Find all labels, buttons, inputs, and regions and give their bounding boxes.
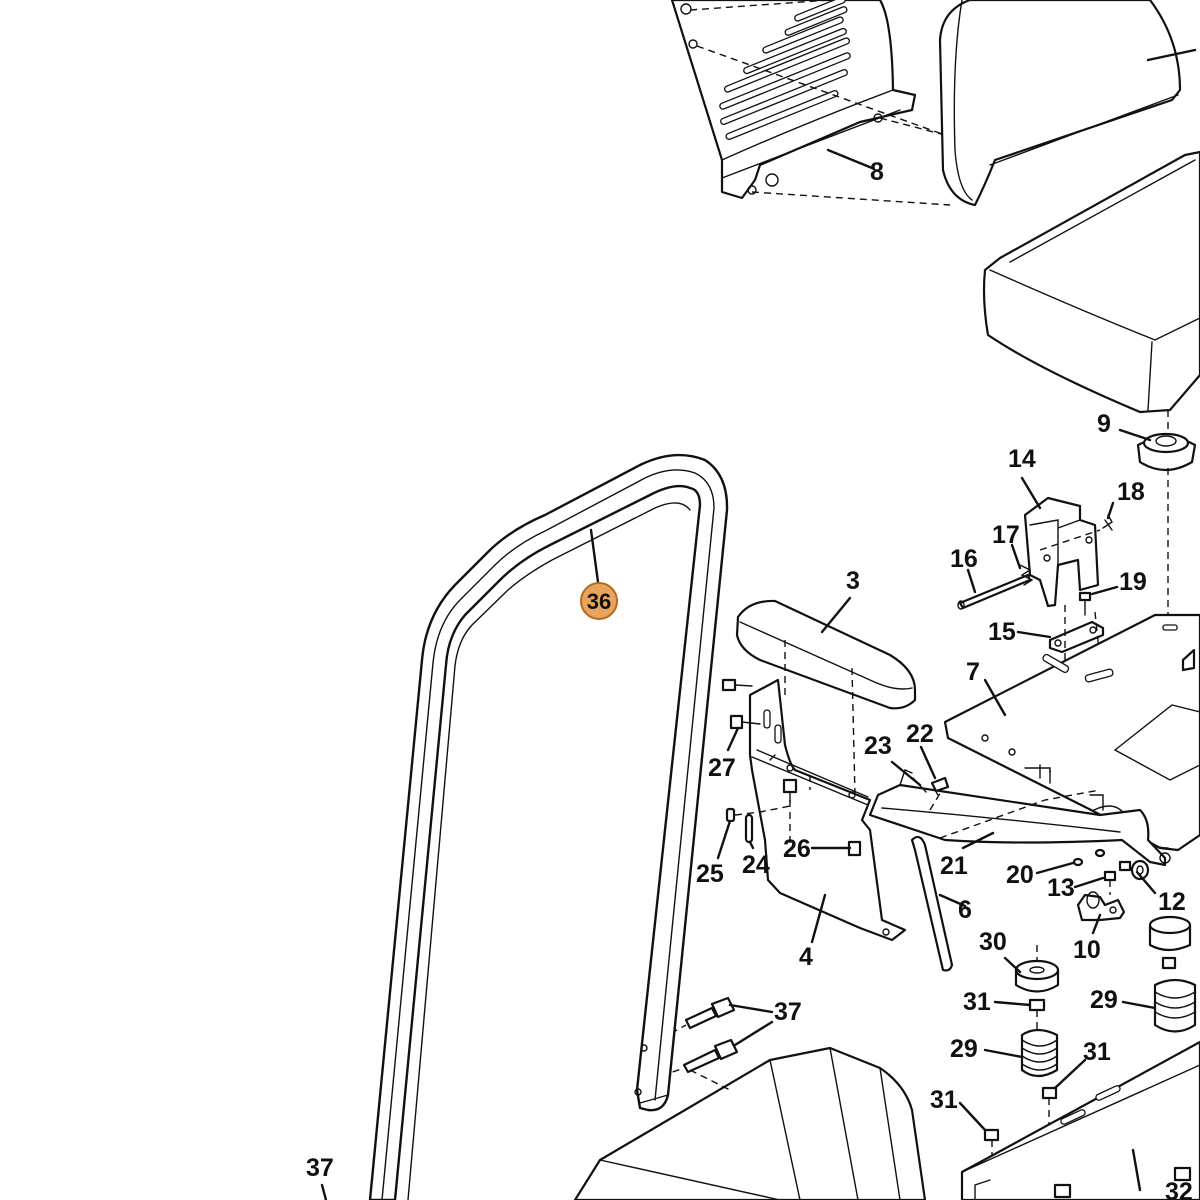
callout-23: 23 [864,732,892,760]
callout-4: 4 [799,943,813,971]
part-25-spacer [725,805,791,823]
part-17-spring [1019,564,1034,586]
part-19-bolt [1078,591,1092,616]
part-10-hinge-bracket [1076,891,1126,922]
part-29-spring-right [1153,978,1197,1033]
callout-18: 18 [1117,478,1145,506]
callout-37-b: 37 [306,1154,334,1182]
callout-10: 10 [1073,936,1101,964]
part-16-pin [957,573,1032,610]
callout-15: 15 [988,618,1016,646]
callout-20: 20 [1006,861,1034,889]
part-6-rod [910,835,954,972]
callout-19: 19 [1119,568,1147,596]
callout-16: 16 [950,545,978,573]
part-4-side-panel [748,678,907,942]
callout-31-c: 31 [930,1086,958,1114]
tank-housing [573,1046,927,1200]
callout-labels: 8 9 14 18 17 16 19 3 15 7 22 23 27 26 21… [306,158,1193,1200]
callout-25: 25 [696,860,724,888]
part-14-bracket [1023,496,1101,608]
callout-13: 13 [1047,874,1075,902]
part-22-nut [930,776,950,796]
callout-37-a: 37 [774,998,802,1026]
callout-26: 26 [783,835,811,863]
highlight-badge [580,582,618,620]
callout-30: 30 [979,928,1007,956]
callout-29-b: 29 [1090,986,1118,1014]
callout-12: 12 [1158,888,1186,916]
callout-24: 24 [742,851,770,879]
part-15-plate [1048,605,1105,700]
callout-29-a: 29 [950,1035,978,1063]
callout-6: 6 [958,896,972,924]
part-37-bolts [649,996,739,1091]
part-30-isolator [1014,915,1192,993]
callout-8: 8 [870,158,884,186]
part-20-nut [1072,848,1106,867]
part-36-roll-bar [368,453,729,1200]
part-31-hardware [983,945,1177,1180]
callout-9: 9 [1097,410,1111,438]
callout-36-highlight: 36 [580,582,618,620]
part-7-seat-plate [943,613,1200,852]
seat-back [938,0,1197,207]
part-29-spring-left [1020,1028,1059,1078]
part-9-knob [1136,410,1197,650]
part-24-spacer [744,813,754,844]
part-27-bolts [721,678,761,730]
callout-3: 3 [846,567,860,595]
part-8-rear-panel [670,0,951,206]
callout-7: 7 [966,658,980,686]
callout-31-b: 31 [1083,1038,1111,1066]
callout-22: 22 [906,720,934,748]
callout-31-a: 31 [963,988,991,1016]
callout-27: 27 [708,754,736,782]
callout-32: 32 [1165,1178,1193,1200]
part-26-screw [782,778,862,857]
seat-cushion [982,150,1200,414]
leader-lines [320,148,1157,1200]
part-13-screws [1103,860,1132,895]
part-21-support-arm [868,769,1171,867]
callout-21: 21 [940,852,968,880]
part-3-armrest-pad [735,599,917,796]
seat-base-frame [960,1040,1200,1200]
callout-14: 14 [1008,445,1036,473]
callout-36: 36 [587,589,611,614]
callout-17: 17 [992,521,1020,549]
